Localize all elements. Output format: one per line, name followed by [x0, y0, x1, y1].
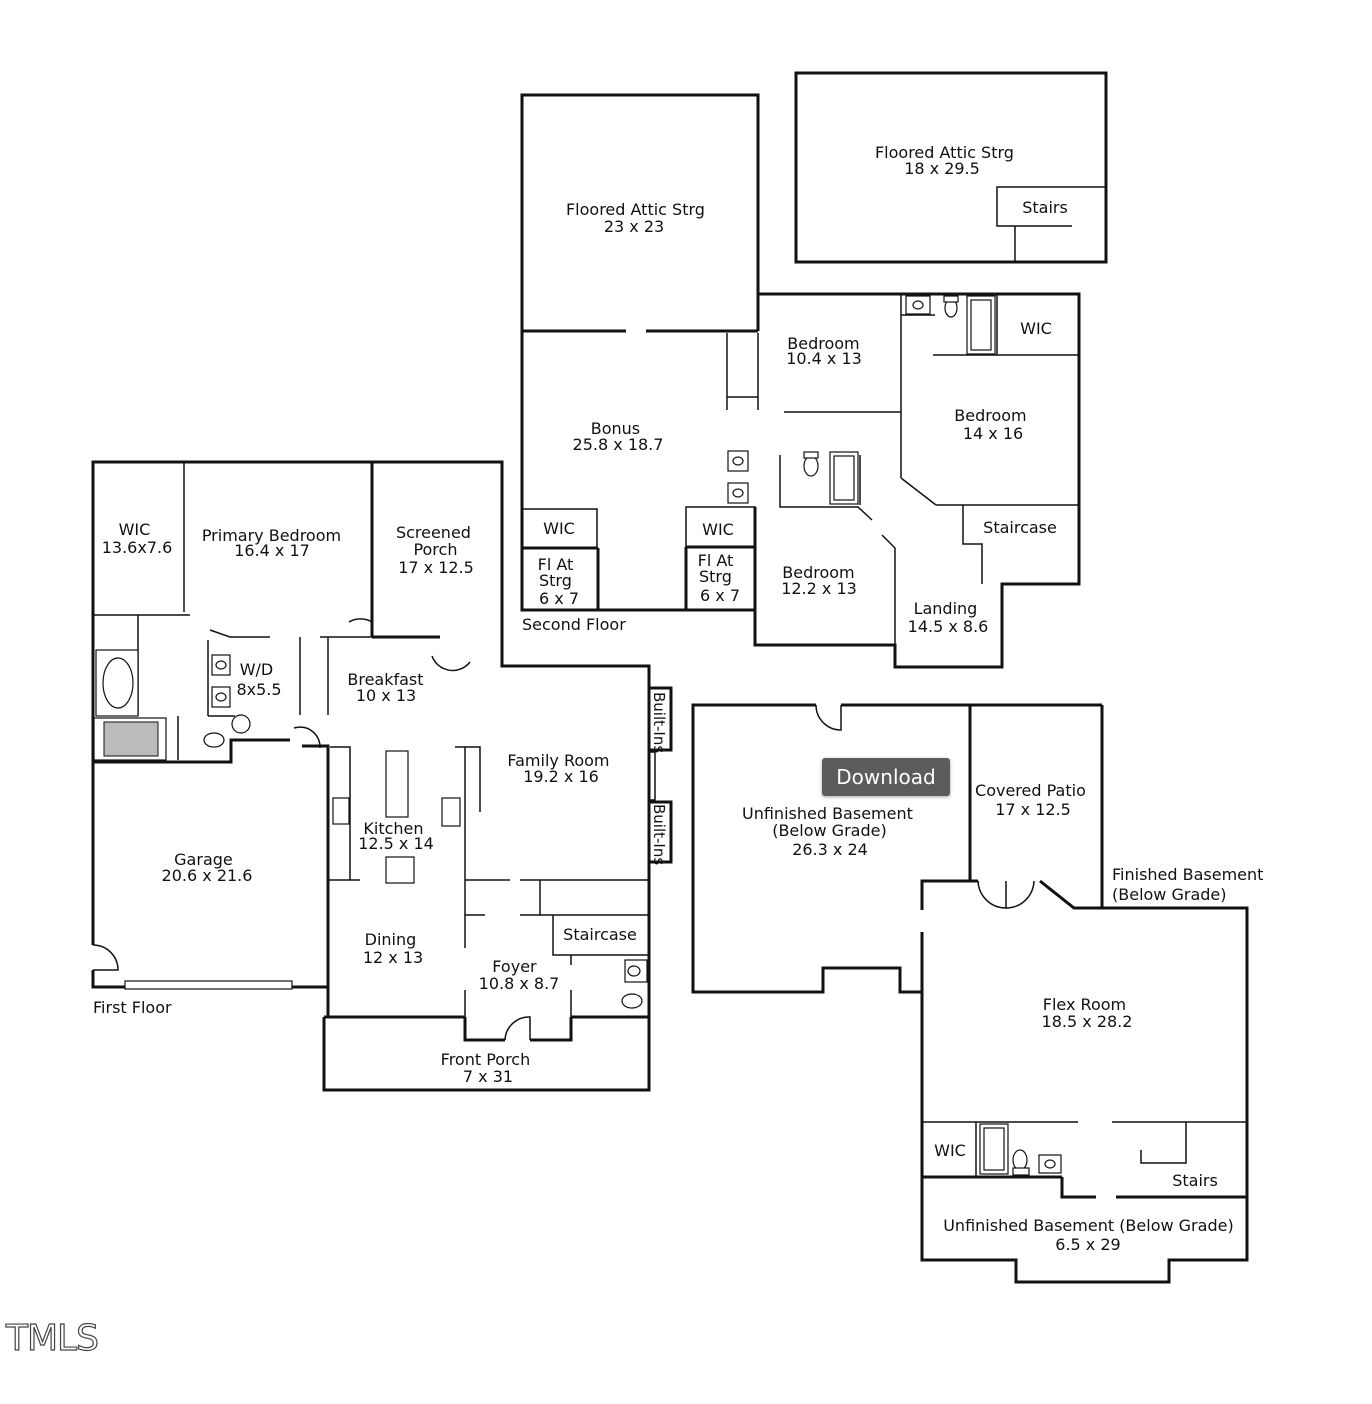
room-label-wic-basement: WIC — [934, 1141, 966, 1160]
floor-label-second: Second Floor — [522, 615, 626, 634]
floor-label-first: First Floor — [93, 998, 172, 1017]
basement-walls — [691, 703, 1249, 1284]
room-label-builtins-2: Built-Ins — [650, 804, 668, 865]
first-floor-walls — [91, 460, 673, 1092]
room-label-dining: Dining 12 x 13 — [363, 930, 423, 967]
room-label-unfinished-basement-2: Unfinished Basement (Below Grade) 6.5 x … — [943, 1216, 1239, 1254]
room-label-breakfast: Breakfast 10 x 13 — [347, 670, 428, 705]
room-label-wic-primary: WIC 13.6x7.6 — [102, 520, 173, 557]
room-label-bedroom-c: Bedroom 12.2 x 13 — [781, 563, 860, 598]
room-label-stairs-basement: Stairs — [1172, 1171, 1218, 1190]
room-label-attic-left: Floored Attic Strg 23 x 23 — [566, 200, 710, 236]
room-label-family-room: Family Room 19.2 x 16 — [507, 751, 614, 786]
room-label-landing: Landing 14.5 x 8.6 — [908, 599, 989, 636]
room-label-bedroom-b: Bedroom 14 x 16 — [954, 406, 1031, 443]
room-label-wic-bonus: WIC — [543, 519, 575, 538]
room-label-fl-at-strg-1: Fl At Strg 6 x 7 — [538, 555, 579, 608]
room-label-garage: Garage 20.6 x 21.6 — [162, 850, 253, 885]
room-label-attic-right: Floored Attic Strg 18 x 29.5 — [875, 143, 1019, 178]
room-label-builtins-1: Built-Ins — [650, 692, 668, 753]
room-label-screened-porch: Screened Porch 17 x 12.5 — [396, 523, 476, 577]
room-label-staircase-main: Staircase — [563, 925, 637, 944]
room-labels: Floored Attic Strg 18 x 29.5 Stairs Floo… — [93, 143, 1269, 1254]
room-label-primary-bedroom: Primary Bedroom 16.4 x 17 — [202, 526, 346, 560]
room-label-staircase-upper: Staircase — [983, 518, 1057, 537]
room-label-front-porch: Front Porch 7 x 31 — [441, 1050, 536, 1086]
floor-label-finished-basement: Finished Basement (Below Grade) — [1112, 865, 1269, 904]
second-floor-walls — [520, 93, 1081, 669]
attic-right-walls — [794, 71, 1108, 264]
room-label-attic-stairs: Stairs — [1022, 198, 1068, 217]
room-label-wic-mid: WIC — [702, 520, 734, 539]
room-label-kitchen: Kitchen 12.5 x 14 — [358, 819, 434, 853]
download-button[interactable]: Download — [822, 758, 950, 796]
mls-logo: TMLS — [5, 1317, 99, 1359]
room-label-wic-upper: WIC — [1020, 319, 1052, 338]
room-label-foyer: Foyer 10.8 x 8.7 — [479, 957, 560, 993]
room-label-flex-room: Flex Room 18.5 x 28.2 — [1042, 995, 1133, 1031]
room-label-unfinished-basement: Unfinished Basement (Below Grade) 26.3 x… — [742, 804, 918, 859]
room-label-bedroom-a: Bedroom 10.4 x 13 — [786, 334, 865, 368]
room-label-fl-at-strg-2: Fl At Strg 6 x 7 — [698, 551, 740, 605]
room-label-bonus: Bonus 25.8 x 18.7 — [573, 419, 664, 454]
room-label-wd: W/D 8x5.5 — [236, 660, 281, 699]
room-label-covered-patio: Covered Patio 17 x 12.5 — [975, 781, 1091, 819]
